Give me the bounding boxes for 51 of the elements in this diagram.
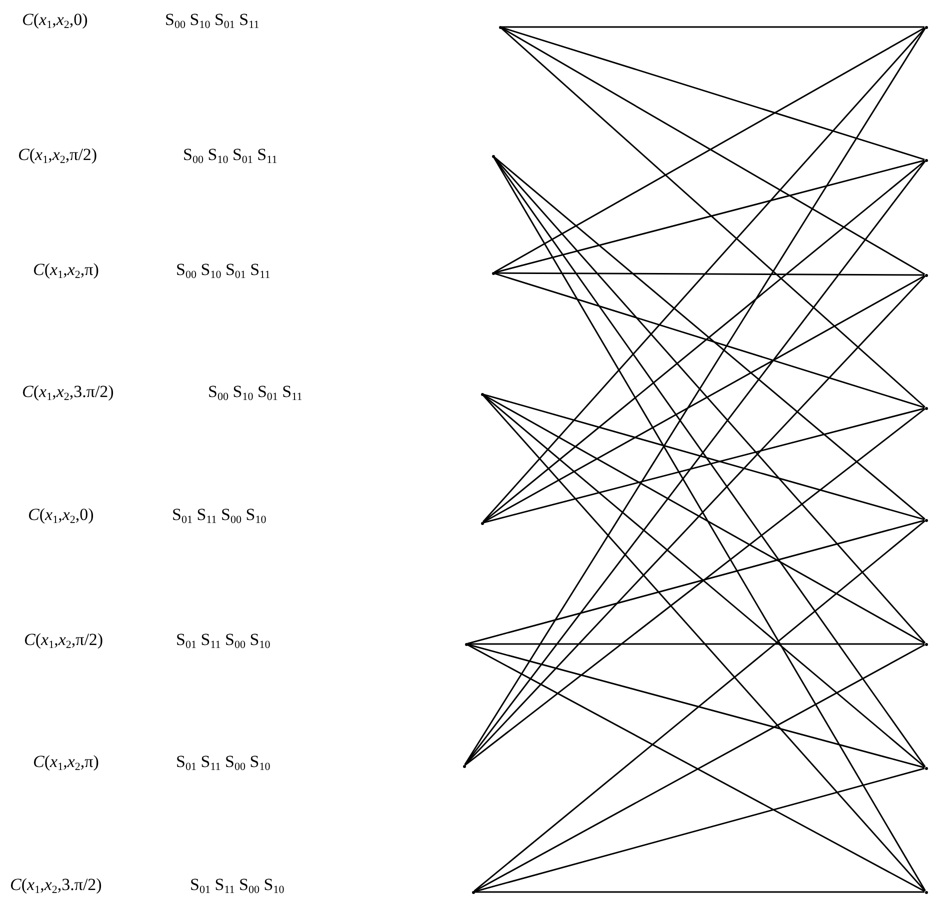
- state-point: [472, 890, 474, 894]
- formula-label: C(x$_{1}$,x$_{2}$,π): [33, 752, 99, 772]
- trellis-branch: [468, 643, 924, 645]
- state-point: [924, 274, 928, 276]
- trellis-branch: [464, 276, 926, 766]
- trellis-branch: [493, 156, 926, 892]
- state-point: [924, 518, 928, 522]
- trellis-branch: [501, 26, 925, 160]
- formula-label: C(x$_{1}$,x$_{2}$,π/2): [18, 145, 98, 165]
- state-point: [464, 642, 468, 646]
- trellis-branch: [482, 394, 926, 892]
- formula-label: C(x$_{1}$,x$_{2}$,π/2): [24, 630, 104, 650]
- symbol-sequence: S$_{00}$ S$_{10}$ S$_{01}$ S$_{11}$: [176, 260, 270, 280]
- state-point: [492, 272, 494, 274]
- state-point: [924, 406, 928, 410]
- state-point: [924, 158, 928, 162]
- symbol-sequence: S$_{00}$ S$_{10}$ S$_{01}$ S$_{11}$: [183, 145, 278, 165]
- state-point: [924, 766, 928, 770]
- trellis-branch: [482, 394, 926, 644]
- state-point: [924, 642, 928, 646]
- symbol-sequence: S$_{01}$ S$_{11}$ S$_{00}$ S$_{10}$: [176, 630, 270, 650]
- formula-label: C(x$_{1}$,x$_{2}$,0): [28, 505, 94, 525]
- trellis-branch: [467, 520, 925, 644]
- symbol-sequence: S$_{00}$ S$_{10}$ S$_{01}$ S$_{11}$: [165, 10, 260, 30]
- symbol-sequence: S$_{01}$ S$_{11}$ S$_{00}$ S$_{10}$: [176, 752, 270, 772]
- trellis-branch: [464, 28, 926, 766]
- state-point: [462, 764, 466, 768]
- trellis-branch: [494, 272, 924, 276]
- state-point: [924, 26, 928, 28]
- trellis-branch: [474, 520, 926, 892]
- trellis-branch: [474, 768, 925, 892]
- trellis-branch: [474, 891, 924, 893]
- symbol-sequence: S$_{00}$ S$_{10}$ S$_{01}$ S$_{11}$: [208, 382, 302, 402]
- state-point: [498, 26, 502, 28]
- state-point: [924, 890, 928, 894]
- trellis-branch: [482, 28, 926, 522]
- state-point: [492, 154, 494, 158]
- trellis-branch: [494, 272, 925, 408]
- symbol-sequence: S$_{01}$ S$_{11}$ S$_{00}$ S$_{10}$: [190, 875, 284, 895]
- trellis-branch: [467, 644, 925, 768]
- trellis-branch: [482, 275, 926, 523]
- formula-label: C(x$_{1}$,x$_{2}$,π): [33, 260, 99, 280]
- formula-label: C(x$_{1}$,x$_{2}$,3.π/2): [10, 875, 102, 895]
- state-point: [480, 392, 484, 396]
- formula-label: C(x$_{1}$,x$_{2}$,0): [22, 10, 88, 30]
- trellis-branch: [500, 27, 926, 408]
- trellis-branch: [502, 26, 924, 28]
- symbol-sequence: S$_{01}$ S$_{11}$ S$_{00}$ S$_{10}$: [172, 505, 266, 525]
- formula-label: C(x$_{1}$,x$_{2}$,3.π/2): [22, 382, 114, 402]
- trellis-branch: [494, 160, 925, 274]
- state-point: [480, 522, 484, 524]
